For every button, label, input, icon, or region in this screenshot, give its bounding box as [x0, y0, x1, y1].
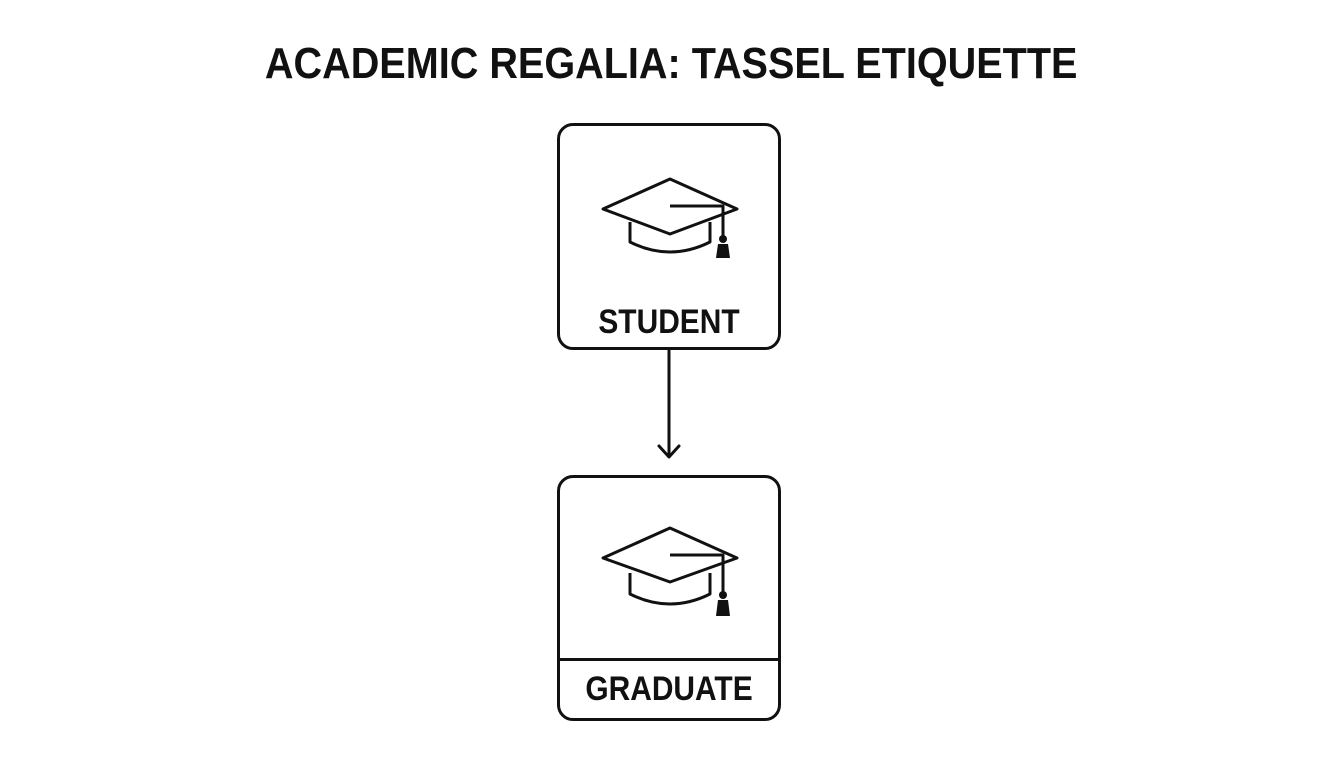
student-node: STUDENT	[557, 123, 781, 350]
graduate-label: GRADUATE	[585, 670, 753, 708]
student-label: STUDENT	[598, 303, 740, 341]
graduation-cap-icon	[601, 177, 739, 258]
graduate-node: GRADUATE	[557, 475, 781, 721]
graduate-label-band: GRADUATE	[560, 658, 778, 718]
diagram-title: ACADEMIC REGALIA: TASSEL ETIQUETTE	[264, 39, 1078, 88]
graduation-cap-icon	[601, 526, 739, 616]
